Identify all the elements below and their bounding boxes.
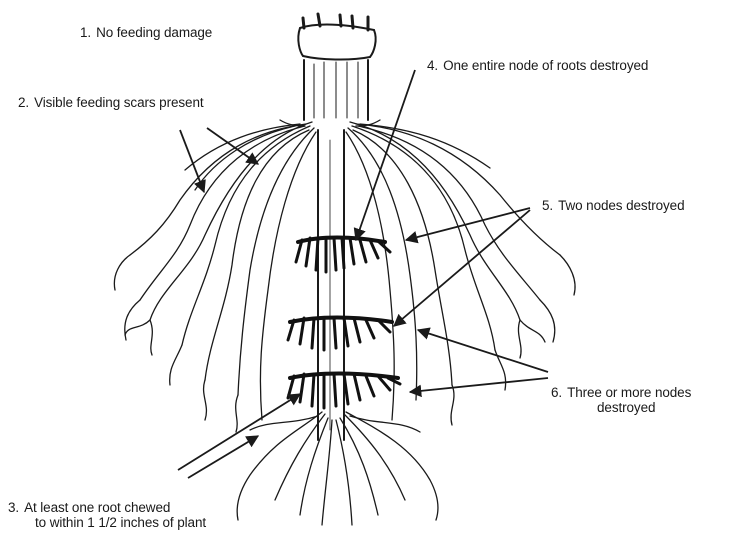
arrow-3b [178,394,300,470]
label-3-root-chewed: 3. At least one root chewed to within 1 1… [8,500,206,530]
label-1-number: 1. [80,25,91,40]
label-6-line2: destroyed [551,400,691,415]
label-3-number: 3. [8,500,19,515]
label-5-two-nodes-destroyed: 5. Two nodes destroyed [542,198,685,213]
label-6-line1: Three or more nodes [567,385,691,400]
label-4-one-node-destroyed: 4. One entire node of roots destroyed [427,58,648,73]
label-3-line2: to within 1 1/2 inches of plant [8,515,206,530]
label-5-number: 5. [542,198,553,213]
label-1-text: No feeding damage [96,25,212,40]
destroyed-node-1 [296,238,390,273]
arrow-6a [418,330,548,372]
label-3-line1: At least one root chewed [24,500,170,515]
label-6-three-or-more-nodes: 6. Three or more nodes destroyed [551,385,691,415]
arrow-4 [356,70,415,240]
label-2-feeding-scars: 2. Visible feeding scars present [18,95,204,110]
label-6-number: 6. [551,385,562,400]
label-4-text: One entire node of roots destroyed [443,58,648,73]
arrow-2a [180,130,204,192]
arrow-5b [394,210,530,326]
label-2-number: 2. [18,95,29,110]
label-2-text: Visible feeding scars present [34,95,203,110]
arrow-6b [410,378,548,392]
label-1-no-feeding-damage: 1. No feeding damage [80,25,212,40]
label-5-text: Two nodes destroyed [558,198,684,213]
destroyed-node-2 [288,318,392,351]
label-4-number: 4. [427,58,438,73]
